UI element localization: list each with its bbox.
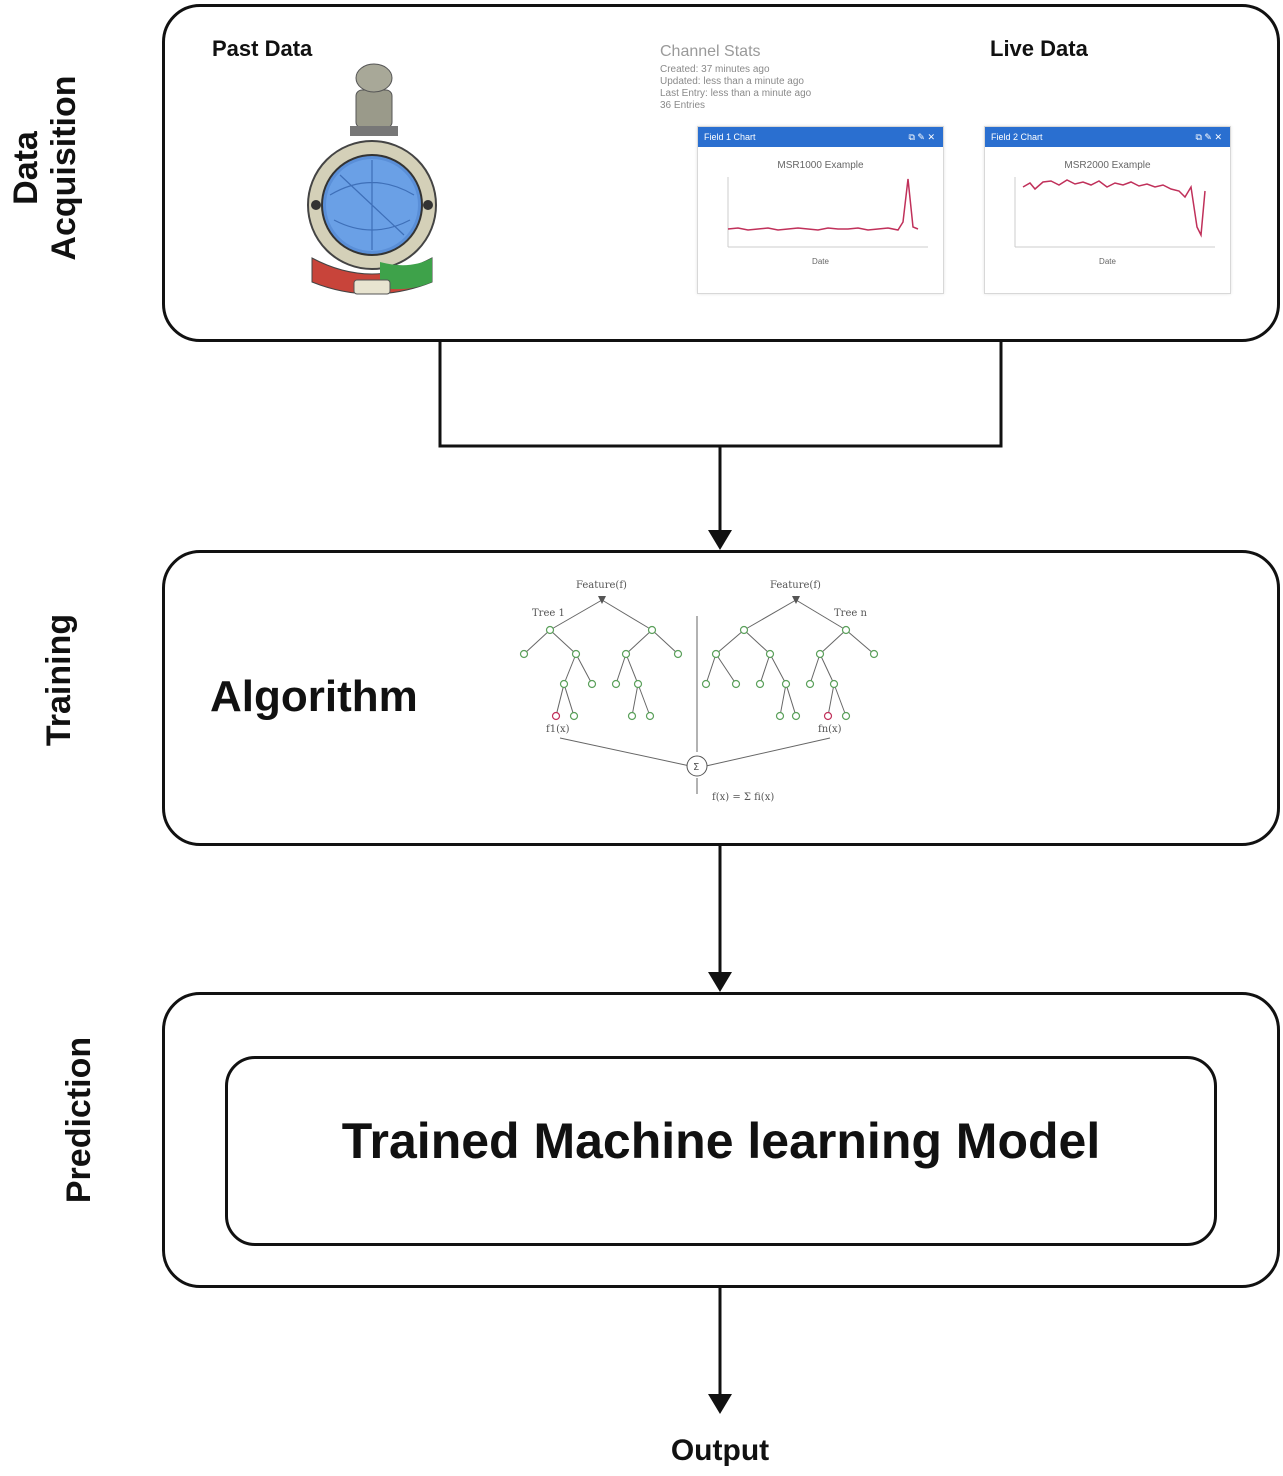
prediction-box <box>162 992 1280 1288</box>
output-label: Output <box>670 1434 770 1467</box>
channel-stats-line: Last Entry: less than a minute ago <box>660 88 812 99</box>
field-2-chart: Field 2 Chart ⧉ ✎ ✕ MSR2000 Example Date <box>984 126 1231 294</box>
chart-x-label: Date <box>1099 257 1116 266</box>
algorithm-label: Algorithm <box>210 672 418 721</box>
channel-stats: Channel Stats Created: 37 minutes ago Up… <box>660 43 840 112</box>
chart-1-plot <box>727 177 928 248</box>
chart-header-title: Field 2 Chart <box>991 132 1043 142</box>
tree-1-output: f1(x) <box>546 724 570 735</box>
stage-label-data-acquisition: Data Acquisition <box>7 68 83 268</box>
stage-label-prediction: Prediction <box>60 1036 98 1204</box>
tree-n-feature-label: Feature(f) <box>770 580 821 591</box>
channel-stats-title: Channel Stats <box>660 43 761 60</box>
trained-model-label: Trained Machine learning Model <box>341 1113 1101 1169</box>
tree-n-output: fn(x) <box>818 724 842 735</box>
aggregation-formula: f(x) = Σ fi(x) <box>712 792 775 803</box>
tree-1-name: Tree 1 <box>532 608 565 619</box>
chart-subtitle: MSR2000 Example <box>1064 160 1151 171</box>
past-data-title: Past Data <box>212 36 313 61</box>
chart-subtitle: MSR1000 Example <box>777 160 864 171</box>
chart-2-plot <box>1014 177 1215 248</box>
training-box <box>162 550 1280 846</box>
channel-stats-line: 36 Entries <box>660 100 706 111</box>
chart-header: Field 2 Chart ⧉ ✎ ✕ <box>985 127 1230 147</box>
live-data-title: Live Data <box>990 36 1088 61</box>
chart-x-label: Date <box>812 257 829 266</box>
chart-controls-icon: ⧉ ✎ ✕ <box>908 132 935 142</box>
chart-controls-icon: ⧉ ✎ ✕ <box>1195 132 1222 142</box>
tree-n-name: Tree n <box>834 608 867 619</box>
stage-label-line-1: Data <box>7 131 45 205</box>
channel-stats-line: Created: 37 minutes ago <box>660 64 770 75</box>
stage-label-line-2: Acquisition <box>45 75 83 261</box>
tree-1-feature-label: Feature(f) <box>576 580 627 591</box>
stage-label-training: Training <box>40 613 78 747</box>
channel-stats-line: Updated: less than a minute ago <box>660 76 804 87</box>
chart-header-title: Field 1 Chart <box>704 132 756 142</box>
field-1-chart: Field 1 Chart ⧉ ✎ ✕ MSR1000 Example Date <box>697 126 944 294</box>
trained-model-box <box>225 1056 1217 1246</box>
chart-header: Field 1 Chart ⧉ ✎ ✕ <box>698 127 943 147</box>
